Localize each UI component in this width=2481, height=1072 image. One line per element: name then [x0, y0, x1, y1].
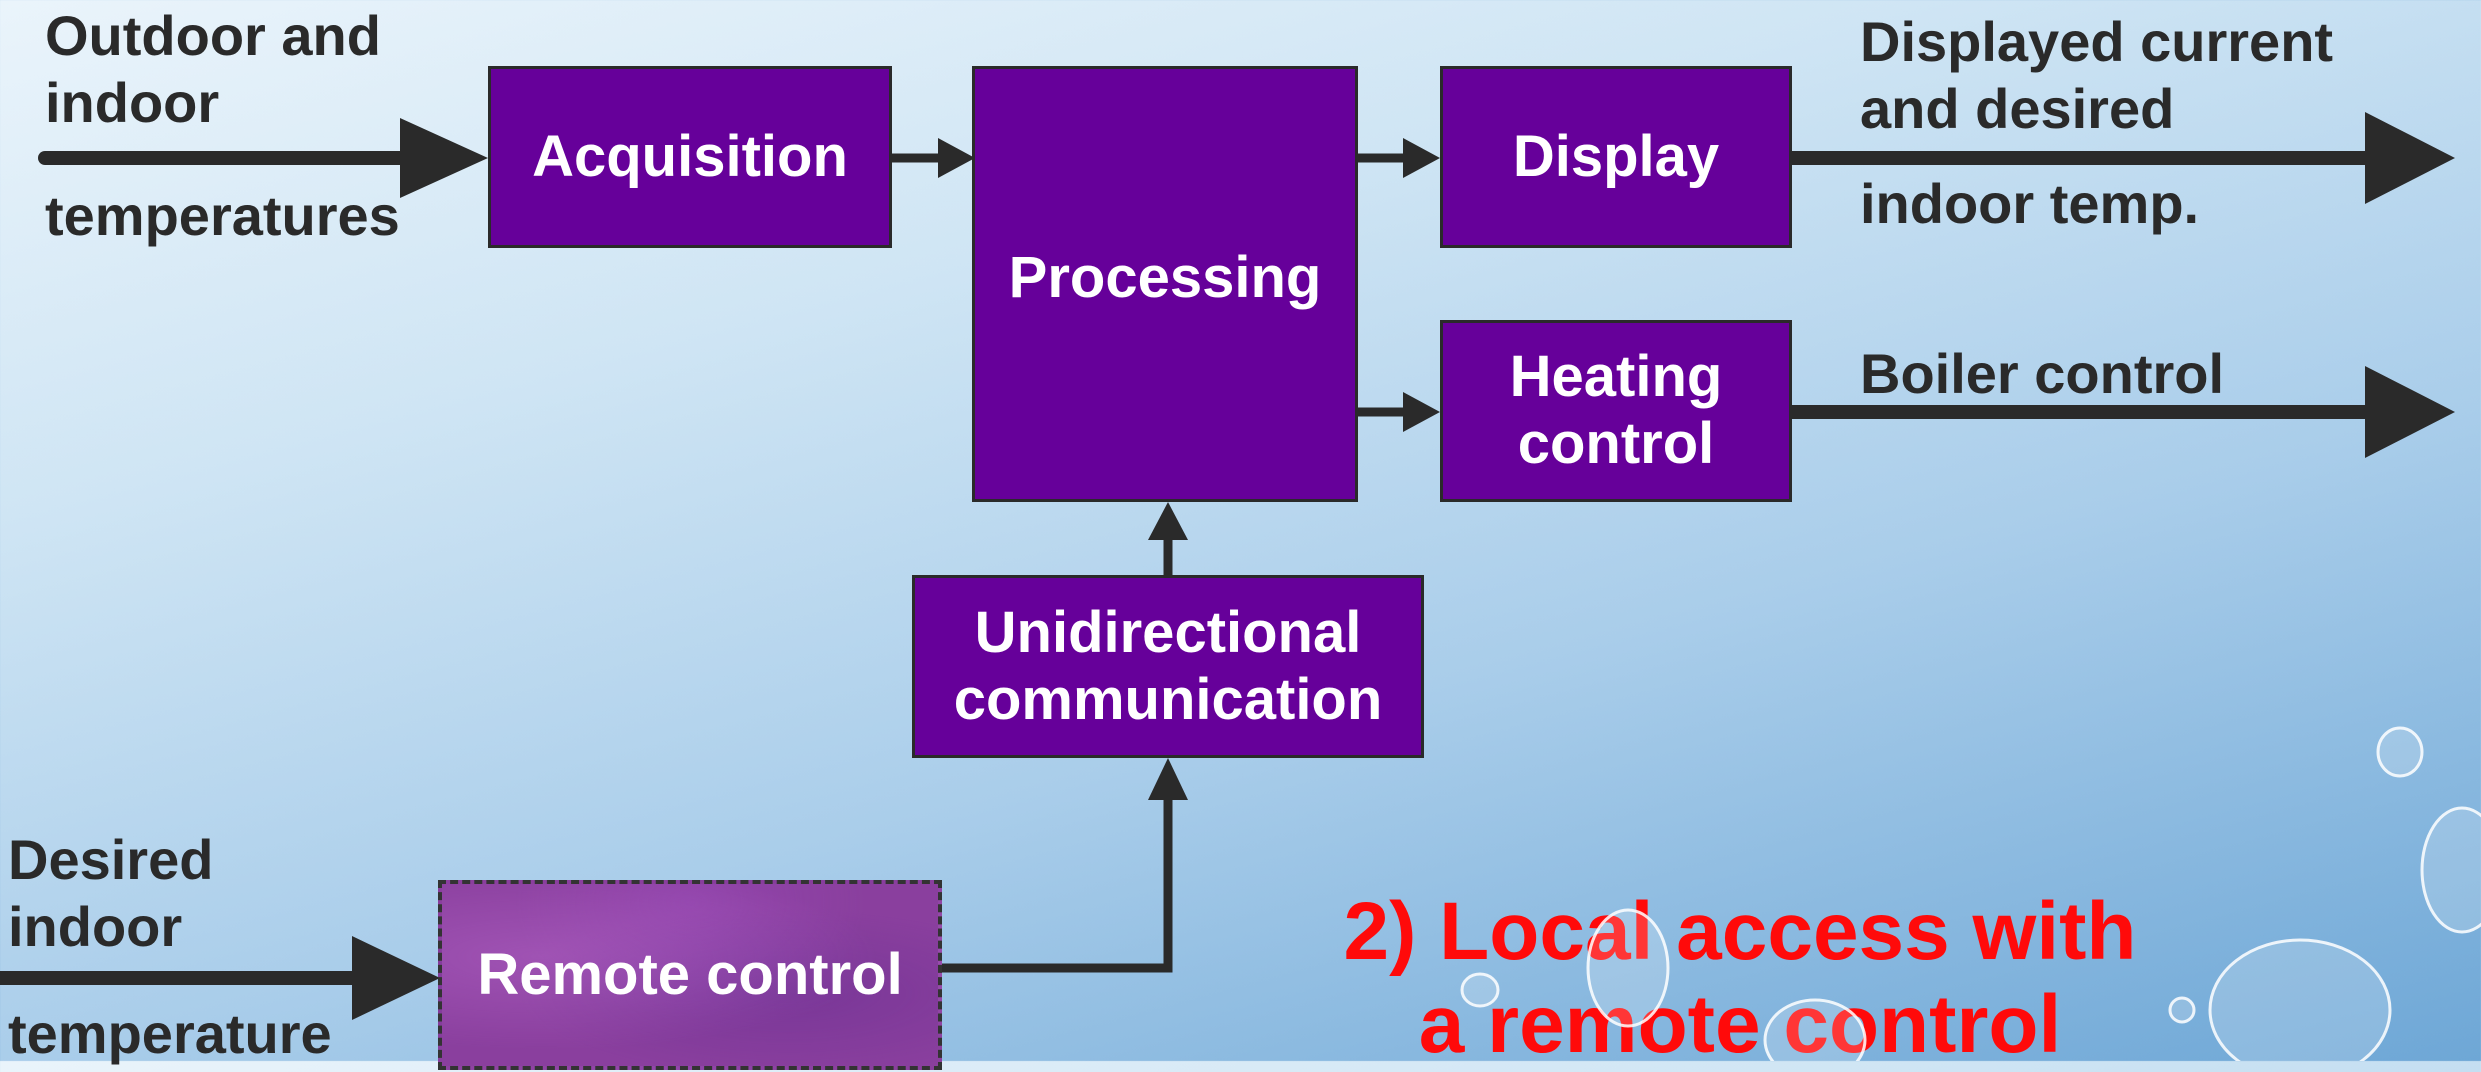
acquisition-label: Acquisition	[532, 123, 848, 189]
arrowhead-proc-heating	[1403, 392, 1440, 432]
slide-caption: 2) Local access with a remote control	[1250, 885, 2230, 1072]
arrow-remote-comm	[942, 795, 1173, 973]
caption-line2: a remote control	[1418, 979, 2062, 1071]
unidirectional-label-line2: communication	[953, 666, 1383, 732]
processing-block: Processing	[972, 66, 1358, 502]
output-label-displayed-line2: and desired	[1860, 77, 2175, 141]
output-label-displayed-line1: Displayed current	[1860, 10, 2334, 73]
heating-control-label-line2: control	[1517, 411, 1715, 476]
output-label-boiler-control: Boiler control	[1860, 342, 2225, 405]
input-label-desired-line2: indoor	[8, 895, 183, 959]
input-label-temperature: temperature	[8, 1002, 332, 1065]
output-label-displayed: Displayed current and desired	[1860, 8, 2333, 142]
unidirectional-label-line1: Unidirectional	[974, 599, 1362, 665]
input-label-outdoor-indoor: Outdoor and indoor	[45, 2, 381, 136]
input-label-temperatures: temperatures	[45, 184, 400, 247]
input-label-outdoor-line2: indoor	[45, 71, 220, 135]
input-label-outdoor-line1: Outdoor and	[45, 4, 381, 67]
remote-control-block: Remote control	[438, 880, 942, 1070]
input-label-desired-indoor: Desired indoor	[8, 826, 213, 960]
acquisition-block: Acquisition	[488, 66, 892, 248]
arrowhead-proc-display	[1403, 138, 1440, 178]
processing-label: Processing	[1008, 245, 1322, 310]
heating-control-block: Heating control	[1440, 320, 1792, 502]
arrowhead-comm-proc	[1148, 502, 1188, 540]
output-arrowhead-boiler	[2365, 366, 2455, 458]
input-arrowhead-temperatures	[400, 118, 488, 198]
display-block: Display	[1440, 66, 1792, 248]
remote-control-label: Remote control	[477, 941, 903, 1007]
unidirectional-communication-block: Unidirectional communication	[912, 575, 1424, 758]
heating-control-label-line1: Heating	[1509, 344, 1723, 410]
input-arrowhead-desired	[352, 936, 440, 1020]
output-label-indoor-temp: indoor temp.	[1860, 172, 2200, 235]
input-label-desired-line1: Desired	[8, 828, 214, 891]
arrowhead-acq-proc	[938, 138, 975, 178]
output-arrowhead-display	[2365, 112, 2455, 204]
arrowhead-remote-comm	[1148, 758, 1188, 800]
caption-line1: 2) Local access with	[1343, 886, 2137, 977]
display-label: Display	[1512, 123, 1720, 189]
